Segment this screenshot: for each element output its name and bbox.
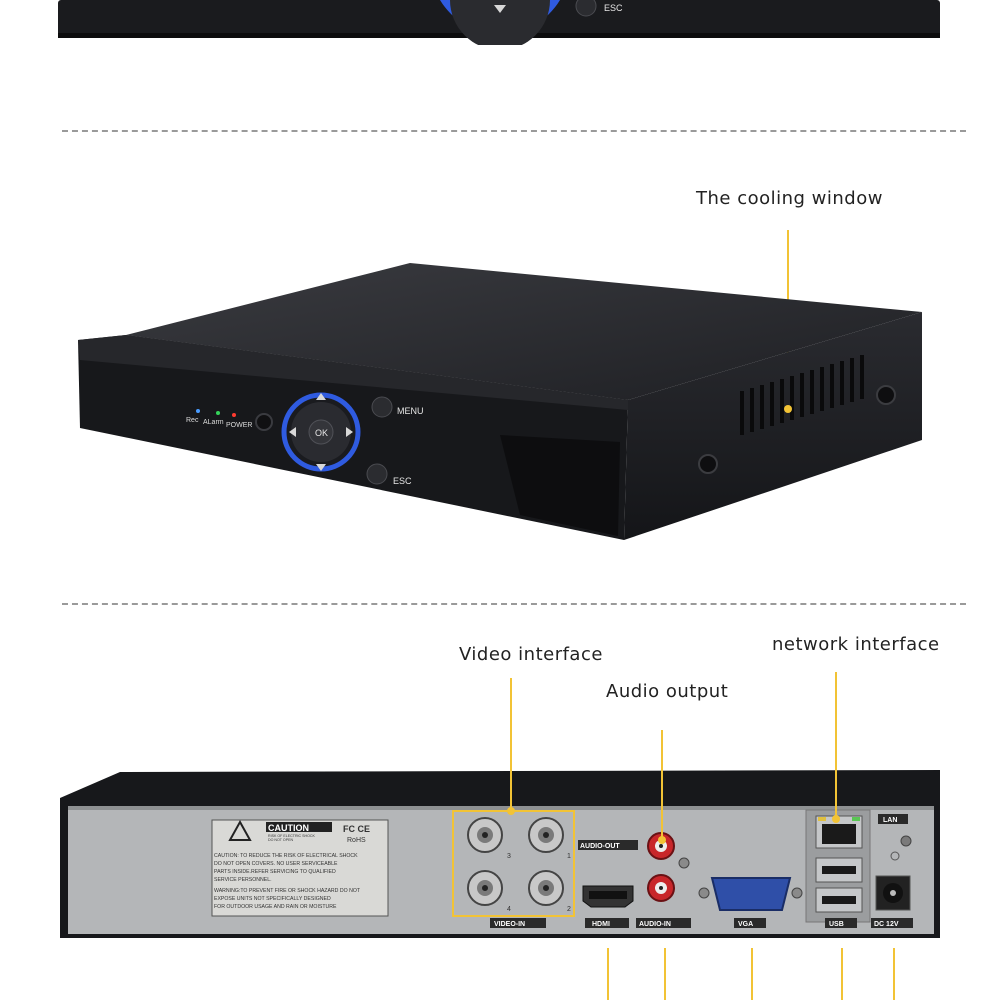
- usb-callout-line: [841, 948, 843, 1000]
- audio-output-callout: Audio output: [606, 681, 729, 702]
- network-callout-line: [835, 672, 837, 820]
- network-interface-callout: network interface: [772, 634, 940, 655]
- audio-callout-dot: [658, 836, 666, 844]
- audio-in-label: AUDIO-IN: [639, 921, 671, 928]
- caution-title: CAUTION: [268, 823, 309, 833]
- bnc-connectors: [467, 817, 564, 906]
- cooling-vents: [740, 355, 864, 435]
- video-interface-callout: Video interface: [459, 644, 603, 665]
- side-screw: [876, 385, 896, 405]
- video-callout-dot: [507, 807, 515, 815]
- divider-1: [62, 130, 966, 132]
- video-callout-line: [510, 678, 512, 813]
- caution-sub-2: DO NOT OPEN: [268, 838, 293, 842]
- dc-label: DC 12V: [874, 921, 899, 928]
- cooling-callout-dot: [784, 405, 792, 413]
- led-label-power: POWER: [226, 422, 252, 429]
- dvr-front-view: Rec ALarm POWER OK MENU ESC: [78, 263, 922, 540]
- dc-callout-line: [893, 948, 895, 1000]
- dvr-top-lid: [126, 263, 922, 400]
- channel-number-2: 2: [567, 906, 571, 913]
- channel-number-1: 1: [567, 853, 571, 860]
- led-label-rec: Rec: [186, 417, 199, 424]
- divider-2: [62, 603, 966, 605]
- left-arrow-icon: [289, 427, 296, 437]
- esc-button[interactable]: [366, 463, 388, 485]
- power-led: [232, 413, 236, 417]
- cert-marks: FC CE: [343, 824, 370, 834]
- right-arrow-icon: [346, 427, 353, 437]
- up-arrow-icon: [316, 393, 326, 400]
- caution-text-3: PARTS INSIDE.REFER SERVICING TO QUALIFIE…: [214, 869, 336, 875]
- top-device-partial: ESC: [58, 0, 940, 45]
- esc-label: ESC: [393, 476, 412, 486]
- vga-callout-line: [751, 948, 753, 1000]
- warning-icon: [228, 819, 252, 841]
- audio-in-callout-line: [664, 948, 666, 1000]
- menu-label: MENU: [397, 406, 424, 416]
- top-esc-button: [575, 0, 597, 17]
- down-arrow-icon: [316, 464, 326, 471]
- caution-label: CAUTION RISK OF ELECTRIC SHOCK DO NOT OP…: [211, 819, 389, 917]
- network-callout-dot: [832, 815, 840, 823]
- hdmi-label: HDMI: [592, 921, 610, 928]
- led-label-alarm: ALarm: [203, 419, 224, 426]
- lan-label: LAN: [883, 817, 897, 824]
- caution-text-2: DO NOT OPEN COVERS. NO USER SERVICEABLE: [214, 861, 338, 867]
- video-in-label: VIDEO-IN: [494, 921, 525, 928]
- ok-button[interactable]: [308, 419, 334, 445]
- usb-label: USB: [829, 921, 844, 928]
- top-esc-label: ESC: [604, 3, 623, 13]
- caution-text-4: SERVICE PERSONNEL.: [214, 877, 272, 883]
- cooling-window-callout: The cooling window: [696, 188, 883, 209]
- rec-led: [196, 409, 200, 413]
- rear-panel: [68, 806, 934, 934]
- channel-number-3: 3: [507, 853, 511, 860]
- channel-number-4: 4: [507, 906, 511, 913]
- audio-callout-line: [661, 730, 663, 842]
- caution-sub-1: RISK OF ELECTRIC SHOCK: [268, 834, 316, 838]
- caution-text-5: WARNING:TO PREVENT FIRE OR SHOCK HAZARD …: [214, 888, 361, 894]
- ir-receiver: [255, 413, 273, 431]
- vga-label: VGA: [738, 921, 753, 928]
- hdmi-callout-line: [607, 948, 609, 1000]
- caution-text-6: EXPOSE UNITS NOT SPECIFICALLY DESIGNED: [214, 896, 331, 902]
- side-screw: [698, 454, 718, 474]
- rohs-mark: RoHS: [347, 837, 366, 844]
- alarm-led: [216, 411, 220, 415]
- caution-text-7: FOR OUTDOOR USAGE AND RAIN OR MOISTURE: [214, 904, 337, 910]
- ground-screw: [678, 857, 690, 869]
- audio-out-label: AUDIO-OUT: [580, 843, 620, 850]
- dvr-rear-view: CAUTION RISK OF ELECTRIC SHOCK DO NOT OP…: [60, 770, 940, 938]
- vga-port[interactable]: [710, 877, 792, 911]
- ok-label: OK: [315, 428, 328, 438]
- caution-text-1: CAUTION: TO REDUCE THE RISK OF ELECTRICA…: [214, 853, 358, 859]
- menu-button[interactable]: [371, 396, 393, 418]
- down-arrow-icon: [494, 5, 506, 13]
